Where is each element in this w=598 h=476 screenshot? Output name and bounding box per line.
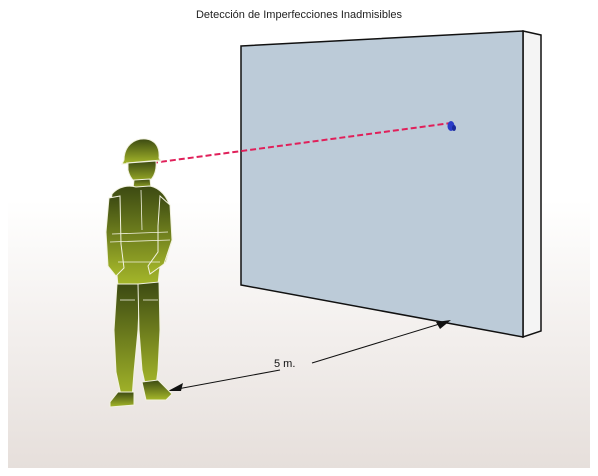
distance-label: 5 m. <box>274 358 296 370</box>
wall <box>240 30 542 339</box>
distance-arrow <box>168 320 451 391</box>
worker-with-hardhat-icon <box>105 138 173 408</box>
arrowhead-right-icon <box>436 320 451 329</box>
worker-detail-lines <box>109 159 171 301</box>
defect-spot-icon <box>447 121 456 131</box>
wall-face <box>240 30 524 338</box>
wall-side <box>522 30 542 339</box>
arrowhead-left-icon <box>168 383 183 391</box>
diagram-title: Detección de Imperfecciones Inadmisibles <box>195 9 403 21</box>
sight-line <box>151 122 452 164</box>
